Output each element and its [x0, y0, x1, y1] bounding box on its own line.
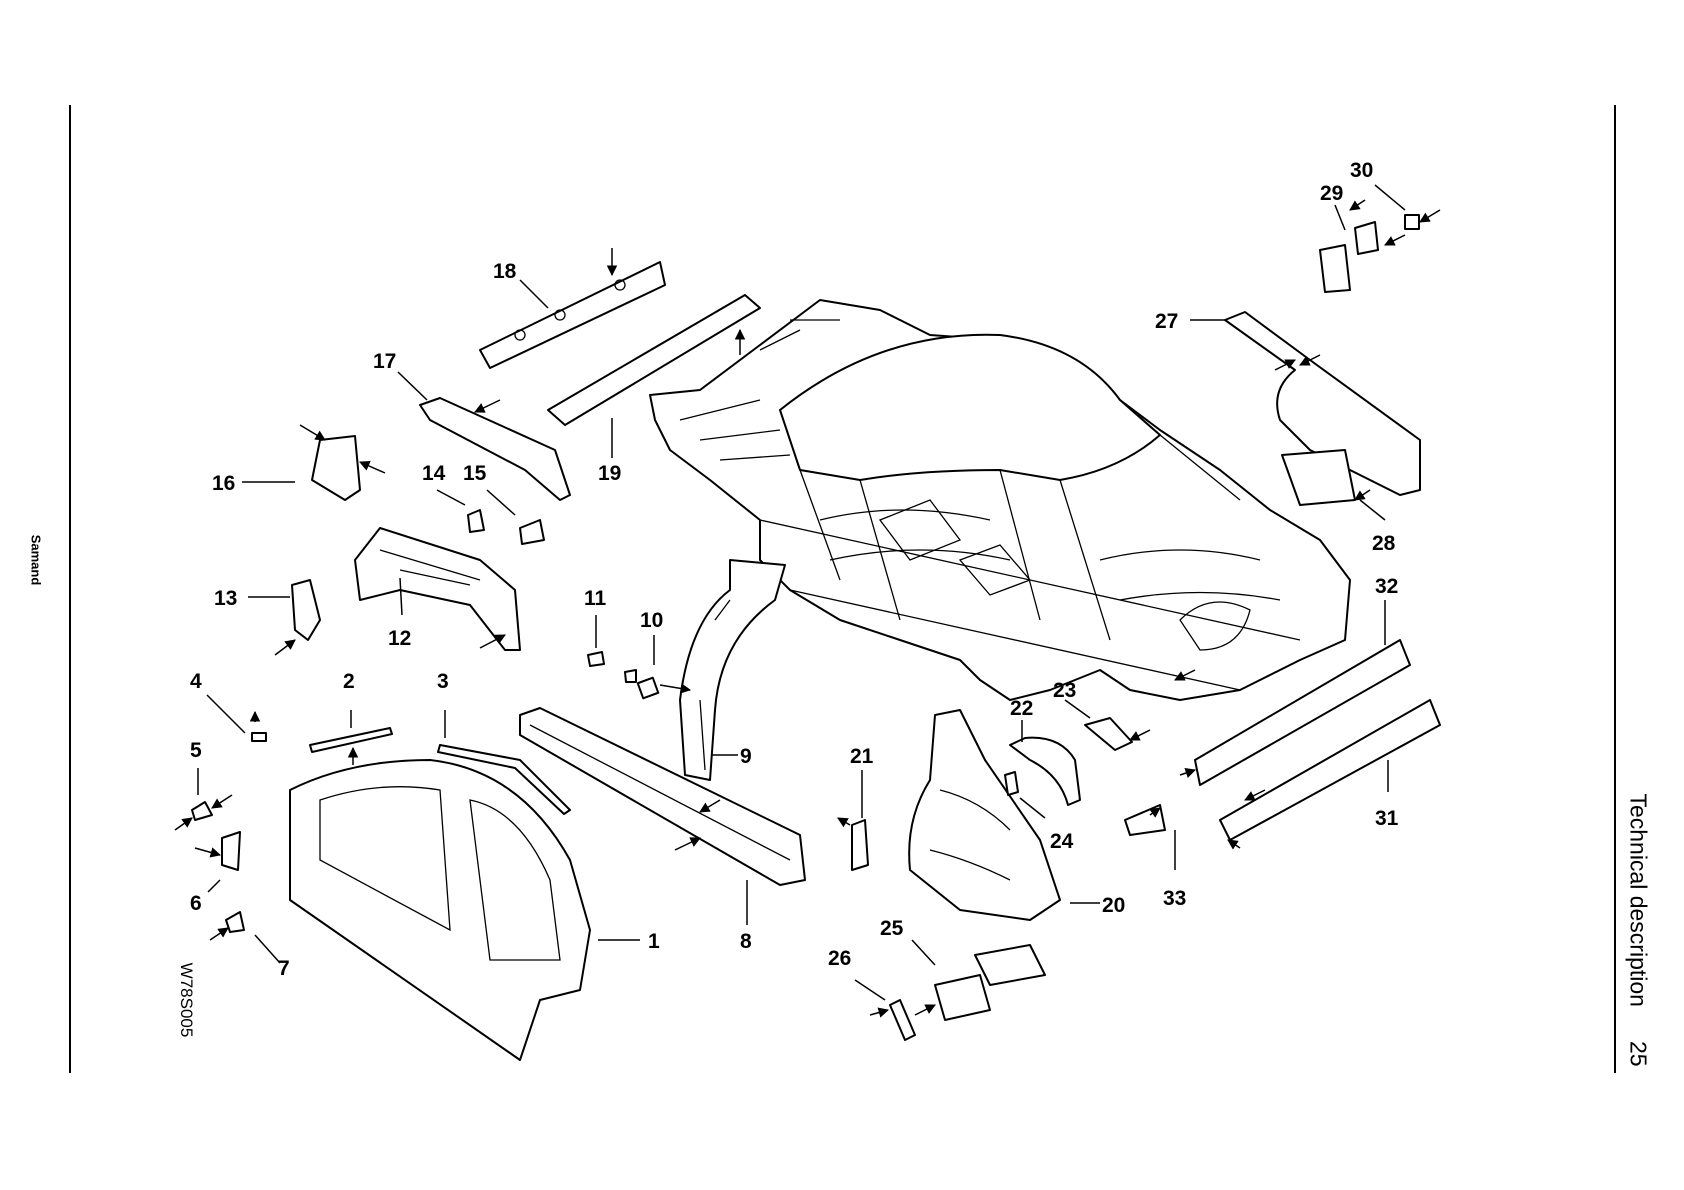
part-28-trim — [1282, 450, 1355, 505]
part-4-small-bracket — [252, 733, 266, 741]
part-16-bracket — [312, 436, 360, 500]
callout-5: 5 — [190, 739, 202, 762]
callout-21: 21 — [850, 745, 874, 768]
callout-30: 30 — [1350, 159, 1373, 182]
part-25-box — [935, 975, 990, 1020]
callout-26: 26 — [828, 947, 851, 970]
part-12-firewall — [355, 528, 520, 650]
callout-31: 31 — [1375, 807, 1399, 830]
callout-16: 16 — [212, 472, 235, 495]
callout-1: 1 — [648, 930, 660, 953]
part-24-bracket — [1005, 772, 1018, 795]
callout-12: 12 — [388, 627, 411, 650]
part-11-clip — [588, 652, 636, 682]
part-1-side-frame — [290, 760, 590, 1060]
part-23-bracket — [1085, 718, 1132, 750]
callout-8: 8 — [740, 930, 752, 953]
callout-29: 29 — [1320, 182, 1343, 205]
callout-4: 4 — [190, 670, 202, 693]
callout-17: 17 — [373, 350, 396, 373]
callout-19: 19 — [598, 462, 621, 485]
callout-6: 6 — [190, 892, 202, 915]
part-5-bracket — [192, 802, 212, 820]
callout-20: 20 — [1102, 894, 1125, 917]
callout-14: 14 — [422, 462, 446, 485]
part-26-bracket — [890, 1000, 915, 1040]
part-14-bracket — [468, 510, 484, 532]
callout-24: 24 — [1050, 830, 1074, 853]
callout-9: 9 — [740, 745, 752, 768]
part-7-bracket — [226, 912, 244, 932]
callout-27: 27 — [1155, 310, 1178, 333]
part-31-rear-member — [1220, 700, 1440, 840]
callout-13: 13 — [214, 587, 237, 610]
callout-25: 25 — [880, 917, 904, 940]
callout-10: 10 — [640, 609, 663, 632]
callout-32: 32 — [1375, 575, 1398, 598]
callout-22: 22 — [1010, 697, 1033, 720]
part-25b-box — [975, 945, 1045, 985]
part-10-small-plate — [638, 678, 659, 699]
callout-15: 15 — [463, 462, 487, 485]
part-13-bracket — [292, 580, 320, 640]
callout-2: 2 — [343, 670, 355, 693]
part-15-bracket — [520, 520, 544, 544]
part-30-clip — [1405, 215, 1419, 229]
part-2-roof-rail — [310, 728, 392, 752]
part-22-wheelhouse — [1010, 738, 1080, 805]
part-6-bracket — [222, 832, 240, 870]
callout-3: 3 — [437, 670, 449, 693]
callout-7: 7 — [278, 957, 290, 980]
callout-11: 11 — [584, 587, 607, 610]
callout-28: 28 — [1372, 532, 1396, 555]
part-21-gusset — [852, 820, 868, 870]
body-shell-illustration — [650, 300, 1350, 700]
part-9-b-pillar — [680, 560, 785, 780]
callout-18: 18 — [493, 260, 517, 283]
callout-23: 23 — [1053, 679, 1076, 702]
callout-33: 33 — [1163, 887, 1186, 910]
part-29-plate — [1320, 222, 1378, 292]
